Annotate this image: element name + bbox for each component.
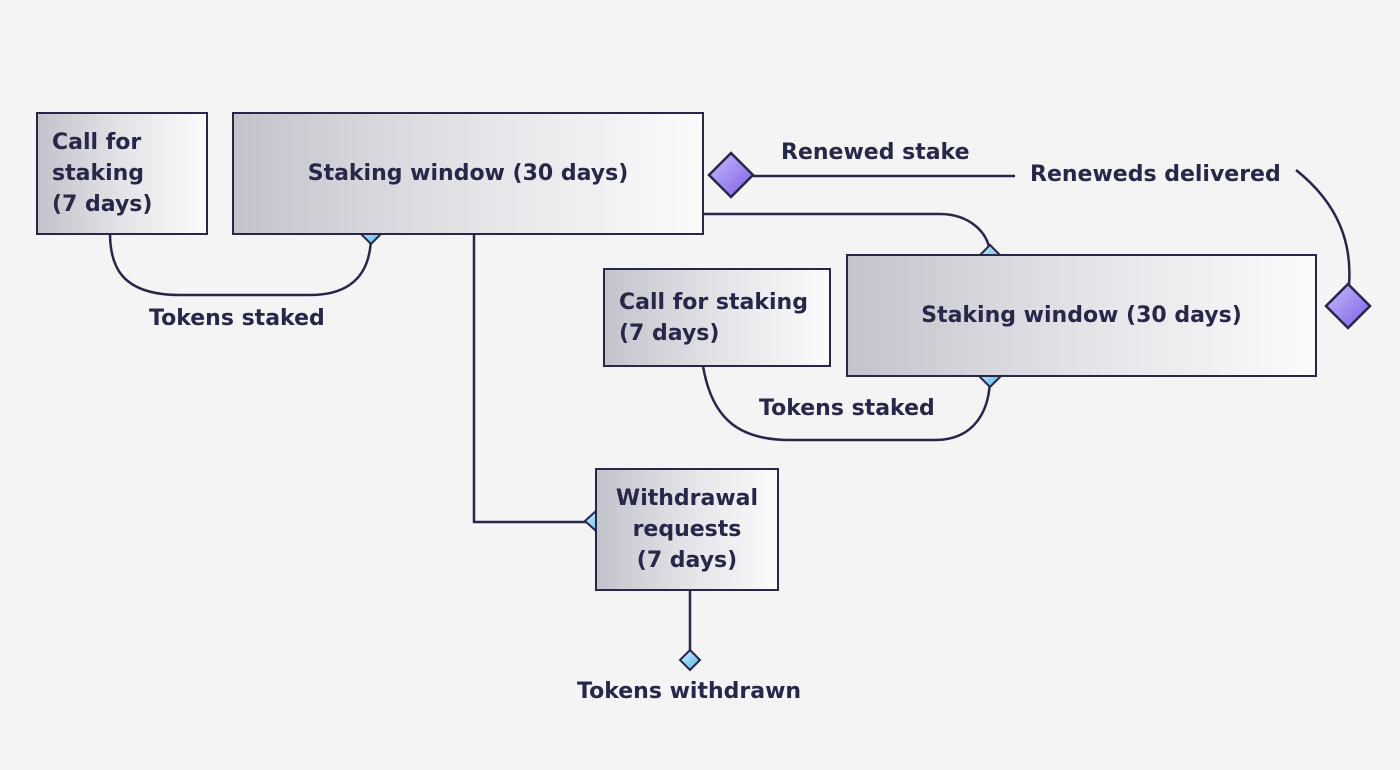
terminal-diamond-icon <box>1324 282 1372 330</box>
staking-window-label: Staking window (30 days) <box>307 161 629 186</box>
connector-window1-to-window2 <box>703 212 992 256</box>
connector-window1-to-withdrawal <box>472 233 595 524</box>
call-for-staking-box-1: Call for staking (7 days) <box>36 112 208 235</box>
renewed-stake-label: Renewed stake <box>781 140 970 165</box>
call-for-staking-label: Call for staking (7 days) <box>52 130 153 217</box>
staking-window-box-1: Staking window (30 days) <box>232 112 704 235</box>
call-for-staking-box-2: Call for staking (7 days) <box>603 268 831 367</box>
node-diamond-icon <box>678 648 702 672</box>
tokens-staked-label-1: Tokens staked <box>149 306 325 331</box>
terminal-diamond-icon <box>707 151 755 199</box>
call-for-staking-label: Call for staking (7 days) <box>619 289 808 346</box>
tokens-staked-label-2: Tokens staked <box>759 396 935 421</box>
connector-reneweds-delivered <box>1295 169 1351 286</box>
tokens-withdrawn-label: Tokens withdrawn <box>577 679 802 704</box>
staking-window-label: Staking window (30 days) <box>921 303 1242 328</box>
connector-call2-to-window2 <box>701 365 992 442</box>
reneweds-delivered-label: Reneweds delivered <box>1030 162 1281 187</box>
withdrawal-requests-label: Withdrawal requests (7 days) <box>615 486 759 573</box>
staking-window-box-2: Staking window (30 days) <box>846 254 1317 377</box>
connector-call1-to-window1 <box>108 232 373 297</box>
withdrawal-requests-box: Withdrawal requests (7 days) <box>595 468 779 591</box>
